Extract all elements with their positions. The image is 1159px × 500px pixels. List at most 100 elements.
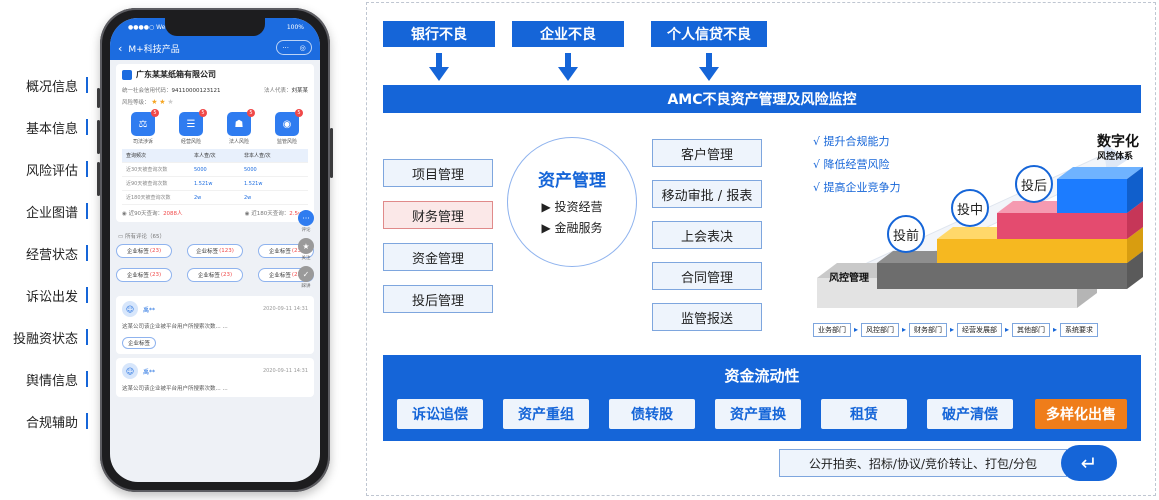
view-stat-label: 近180天查询：: [251, 211, 290, 217]
company-tag[interactable]: 企业标签(23): [187, 268, 243, 282]
credit-code-value: 94110000123121: [171, 88, 221, 94]
nav-title: M+科技产品: [128, 44, 180, 55]
count-badge: 5: [295, 109, 303, 117]
arrow-right-icon: ▸: [853, 325, 858, 334]
back-icon[interactable]: ‹: [118, 41, 123, 55]
feature-label: 风险评估: [25, 163, 78, 179]
tag-count: (23): [220, 272, 233, 278]
follow-button[interactable]: ★关注: [298, 238, 314, 261]
tag-count: (23): [149, 248, 162, 254]
dislike-button[interactable]: ✓踩讲: [298, 266, 314, 289]
feature-item: 风险评估: [0, 158, 88, 180]
more-icon[interactable]: ···: [282, 43, 289, 52]
phone-power-button: [330, 128, 333, 178]
benefit-item: √ 提升合规能力: [813, 135, 890, 148]
count-badge: 5: [199, 109, 207, 117]
department-item: 其他部门: [1012, 323, 1050, 337]
floating-actions: ···评论 ★关注 ✓踩讲: [298, 210, 316, 294]
view-stat-label: 近90天查询：: [128, 211, 164, 217]
department-item: 业务部门: [813, 323, 851, 337]
table-header-cell: 查询频次: [126, 153, 147, 159]
tag-label: 企业标签: [196, 249, 219, 255]
nav-bar: ‹ M+科技产品 ··· ◎: [110, 36, 320, 60]
feature-bar: [86, 161, 88, 177]
mini-program-capsule: ··· ◎: [276, 40, 312, 55]
asset-management-circle: 资产管理 ▶ 投资经营 ▶ 金融服务: [507, 137, 637, 267]
risk-entry-label: 司法涉诉: [132, 139, 153, 145]
amc-banner: AMC不良资产管理及风险监控: [383, 85, 1141, 113]
table-cell: 5000: [194, 166, 207, 173]
tag-label: 企业标签: [268, 249, 291, 255]
phone-screen: ●●●●○ WeChat 100% ‹ M+科技产品 ··· ◎ 广东某某纸箱有…: [110, 18, 320, 482]
company-name: 广东某某纸箱有限公司: [136, 70, 216, 79]
company-tag[interactable]: 企业标签(23): [116, 244, 172, 258]
company-card: 广东某某纸箱有限公司 统一社会信用代码：94110000123121 法人代表：…: [116, 64, 314, 222]
comments-title-text: 所有评论（65）: [124, 234, 165, 240]
step-blue: [1057, 167, 1143, 213]
table-cell: 1.521w: [194, 180, 213, 187]
module-finance: 财务管理: [383, 201, 493, 229]
module-regulatory-report: 监管报送: [652, 303, 762, 331]
star-icon: ★: [167, 98, 174, 106]
comment-button[interactable]: ···评论: [298, 210, 314, 233]
feature-item: 诉讼出发: [0, 284, 88, 306]
comment-author: 禹**: [143, 368, 156, 376]
down-arrow-icon: [429, 53, 449, 81]
liquidity-item: 租赁: [821, 399, 907, 429]
eye-icon: ◉: [244, 211, 252, 217]
company-header: 广东某某纸箱有限公司: [122, 69, 308, 80]
eye-icon: ◉: [122, 211, 129, 217]
feature-item: 基本信息: [0, 116, 88, 138]
tag-count: (123): [219, 248, 234, 254]
phone-volume-up: [97, 120, 100, 154]
risk-staircase-illustration: [817, 143, 1143, 308]
legal-rep-label: 法人代表：: [263, 88, 292, 94]
department-flow: 业务部门 ▸ 风控部门 ▸ 财务部门 ▸ 经营发展部 ▸ 其他部门 ▸ 系统要求: [813, 323, 1098, 337]
tag-list: 企业标签(23) 企业标签(123) 企业标签(23) 企业标签(23) 企业标…: [110, 244, 320, 292]
company-tag[interactable]: 企业标签(23): [116, 268, 172, 282]
module-mobile-approval: 移动审批 / 报表: [652, 180, 762, 208]
step-mid-investment: 投中: [951, 189, 989, 227]
close-target-icon[interactable]: ◎: [299, 43, 306, 52]
battery-text: 100%: [286, 23, 304, 31]
feature-label: 诉讼出发: [25, 289, 78, 305]
module-customer: 客户管理: [652, 139, 762, 167]
arrow-right-icon: ▸: [1004, 325, 1009, 334]
feature-bar: [86, 287, 88, 303]
table-header-cell: 非本人查/次: [244, 153, 271, 159]
benefit-item: √ 降低经营风险: [813, 158, 890, 171]
return-arrow-icon: ↵: [1061, 445, 1117, 481]
feature-bar: [86, 77, 88, 93]
credit-code-label: 统一社会信用代码：: [122, 88, 172, 94]
risk-management-label: 风控管理: [829, 273, 869, 284]
feature-bar: [86, 413, 88, 429]
comment-tag[interactable]: 企业标签: [122, 337, 157, 349]
company-tag[interactable]: 企业标签(123): [187, 244, 243, 258]
feature-label: 企业图谱: [25, 205, 78, 221]
risk-level-label: 风险等级：: [122, 100, 150, 106]
feature-label: 合规辅助: [25, 415, 78, 431]
liquidity-panel: 资金流动性 诉讼追偿 资产重组 债转股 资产置换 租赁 破产清偿 多样化出售: [383, 355, 1141, 441]
phone-volume-down: [97, 162, 100, 196]
credit-code: 统一社会信用代码：94110000123121: [122, 86, 221, 94]
comment-author: 禹**: [143, 306, 156, 314]
feature-item: 舆情信息: [0, 368, 88, 390]
legal-rep-value: 刘某某: [291, 88, 308, 94]
risk-entry-label: 经营风险: [180, 139, 201, 145]
table-cell: 近30天被查询次数: [126, 167, 168, 173]
feature-item: 经营状态: [0, 242, 88, 264]
float-label: 关注: [301, 256, 311, 261]
table-row: 近90天被查询次数 1.521w 1.521w: [122, 177, 308, 191]
step-post-investment: 投后: [1015, 165, 1053, 203]
digital-subtitle: 风控体系: [1097, 152, 1134, 162]
asset-item: ▶ 投资经营: [541, 199, 603, 214]
tag-count: (23): [149, 272, 162, 278]
comment-icon: ▭: [118, 234, 125, 240]
monitor-icon: ◉: [275, 112, 299, 136]
source-personal-credit-npl: 个人信贷不良: [651, 21, 767, 47]
benefit-item: √ 提高企业竞争力: [813, 181, 901, 194]
